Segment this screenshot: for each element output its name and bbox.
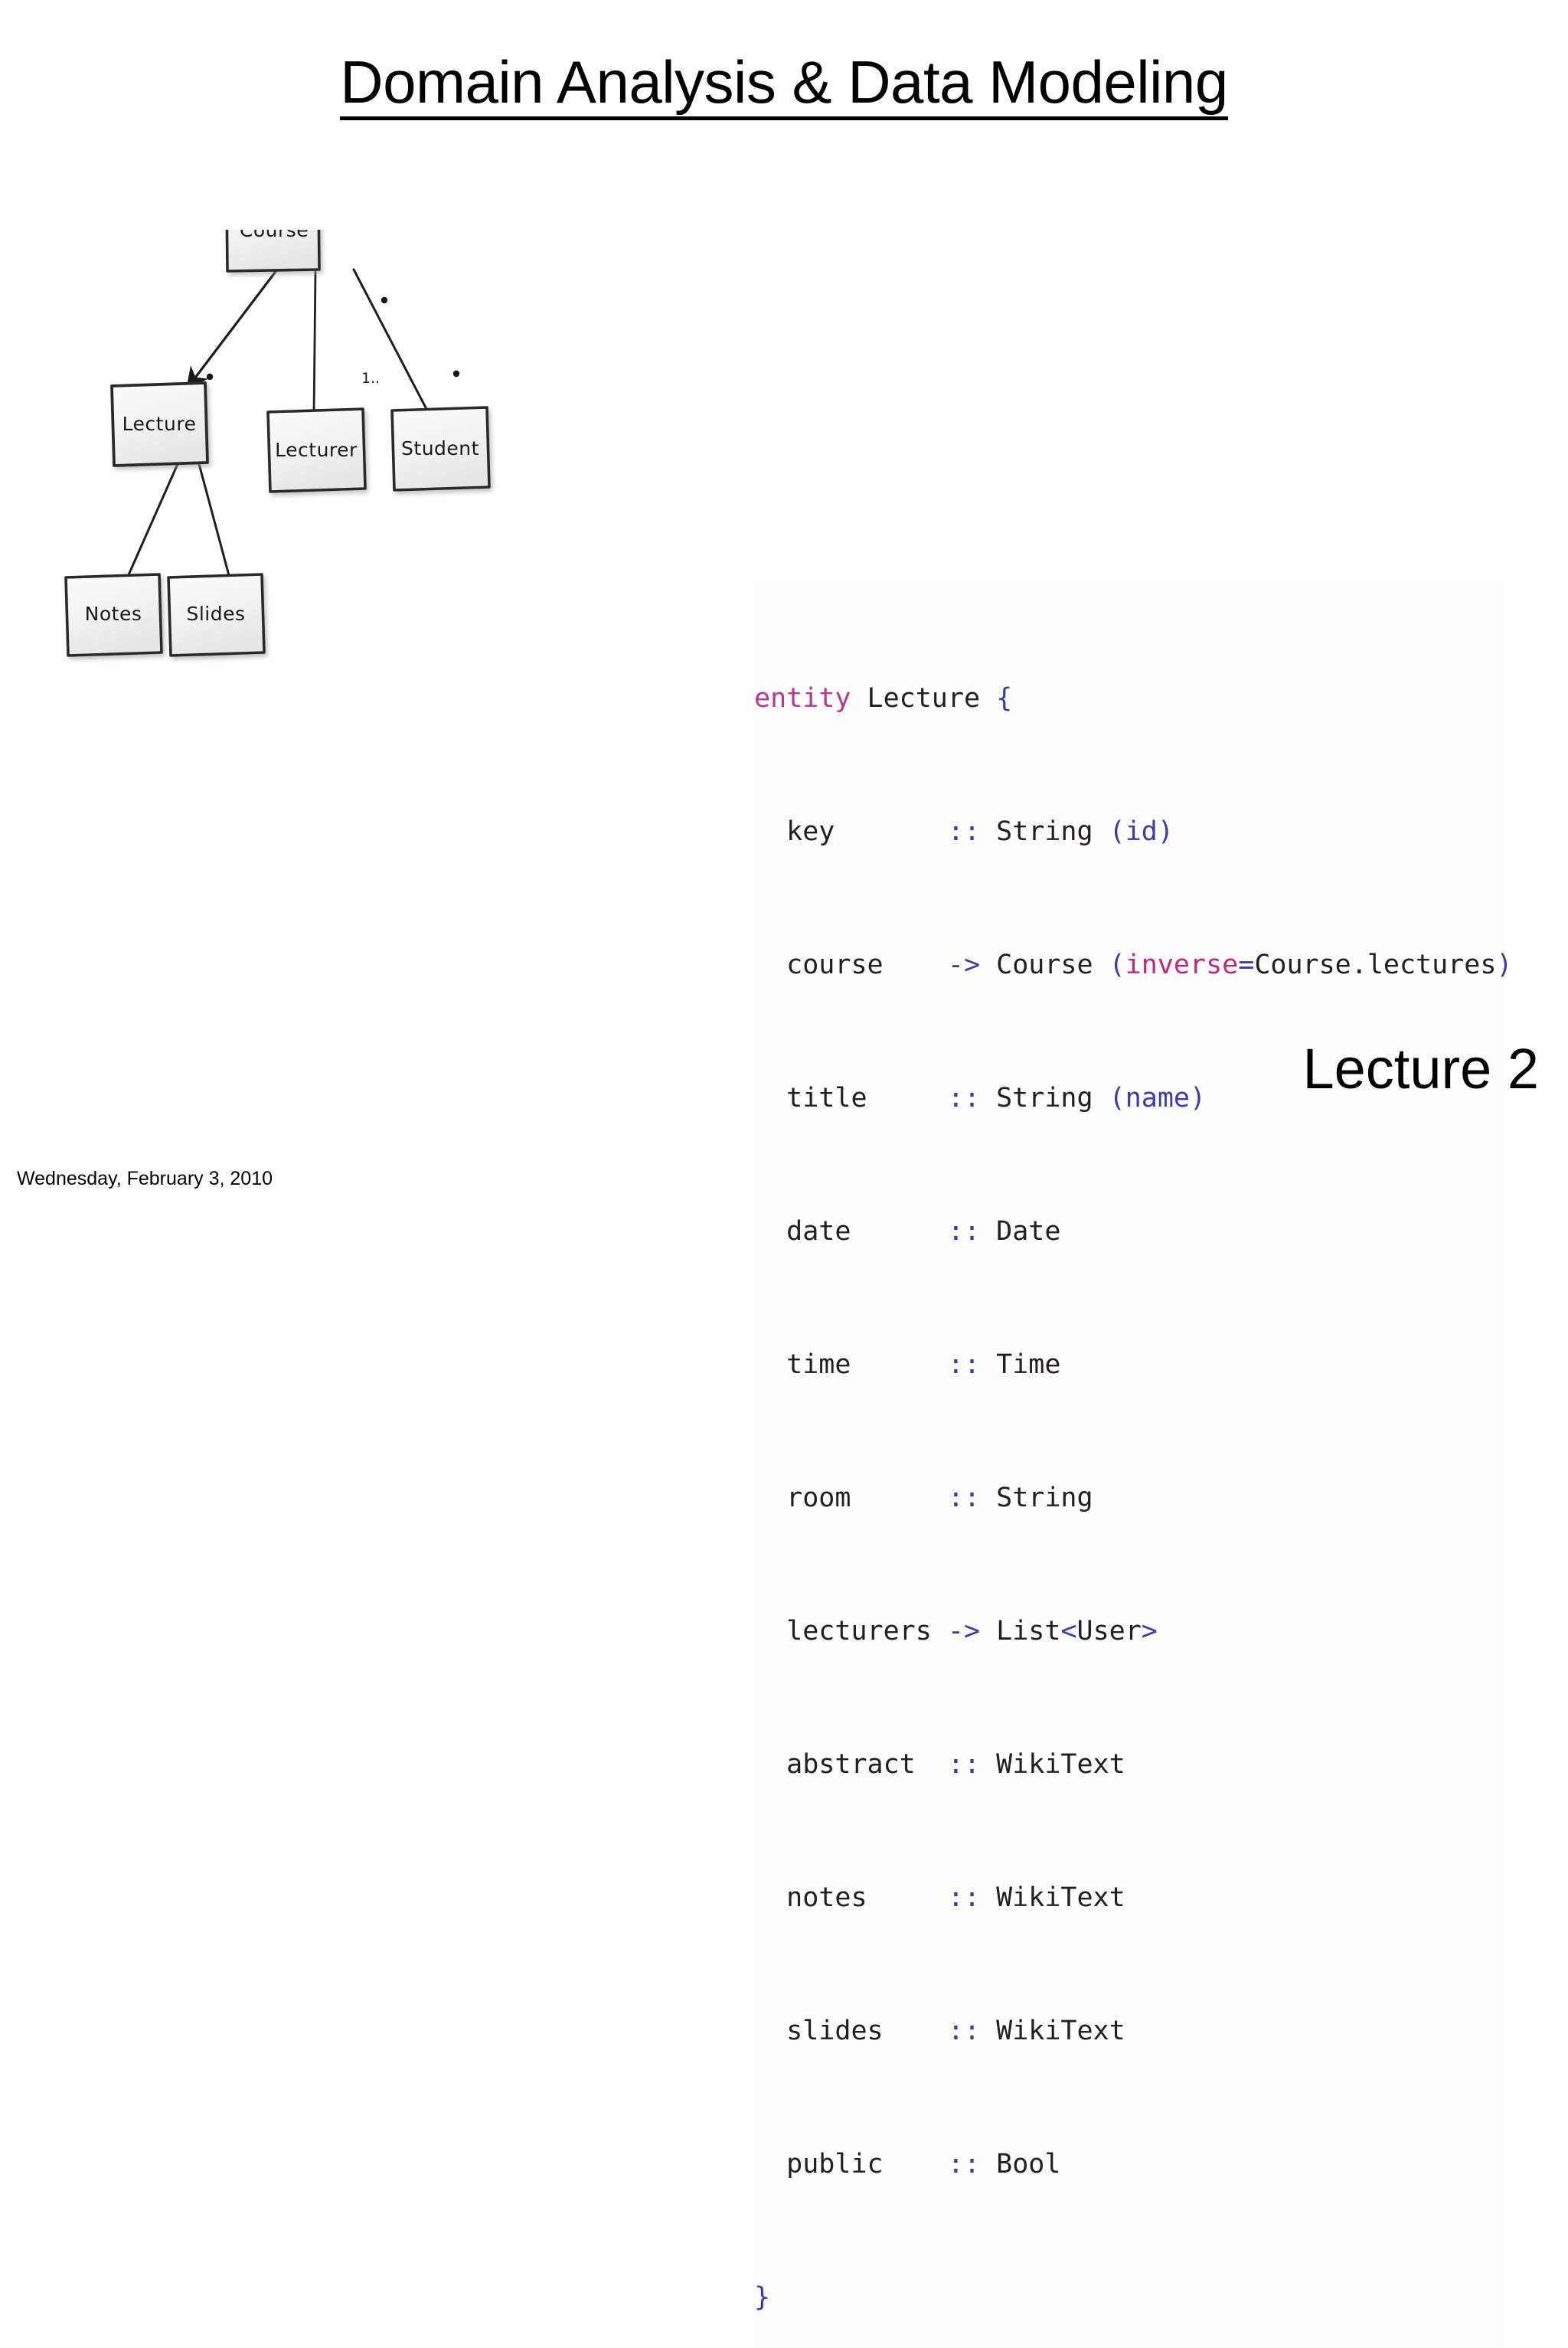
field-name: title [786,1082,867,1114]
field-annotation-equals: = [1238,949,1255,980]
uml-multiplicity-markers [206,296,460,381]
field-annotation: (name) [1109,1082,1207,1114]
field-type: Bool [996,2148,1061,2180]
field-op: :: [947,2015,981,2046]
multiplicity-dot-course-student-near [452,370,460,378]
uml-box-course-label: Course [240,230,309,241]
field-type: String [996,1082,1093,1114]
edge-lecture-slides [198,463,231,580]
multiplicity-dot-course-lecture-near [381,296,388,304]
field-name: notes [786,1882,867,1913]
lecture-number: Lecture 2 [1302,1037,1539,1100]
field-op: :: [947,1349,981,1380]
code-line-field: public :: Bool [754,2148,1504,2182]
code-line-footer: } [754,2281,1504,2315]
uml-box-slides-label: Slides [186,603,245,625]
edge-course-student [352,268,429,412]
field-type: Course [996,949,1093,980]
code-entity-name: Lecture [867,682,981,714]
code-line-header: entity Lecture { [754,682,1504,716]
code-close-brace: } [754,2281,771,2313]
field-op: :: [947,1882,981,1913]
multiplicity-label-lecturer: 1.. [361,370,380,387]
field-name: date [786,1215,851,1247]
field-op: -> [947,1615,981,1647]
field-type: List<User> [996,1615,1158,1647]
field-op: :: [947,1748,981,1780]
page-title-text: Domain Analysis & Data Modeling [340,52,1228,120]
code-line-field: slides :: WikiText [754,2015,1504,2049]
field-annotation-value: Course.lectures [1254,949,1497,980]
field-type: WikiText [996,1882,1125,1913]
field-name: course [786,949,884,980]
field-op: -> [947,949,981,980]
uml-box-student-label: Student [401,437,479,459]
code-line-field: room :: String [754,1482,1504,1516]
uml-box-notes-label: Notes [85,603,142,625]
code-keyword-inverse: inverse [1125,949,1239,980]
edge-course-lecturer [312,270,317,414]
field-annotation: (id) [1109,816,1174,847]
multiplicity-dot-course-lecture-far [206,373,214,381]
field-name: abstract [786,1748,916,1780]
page-title: Domain Analysis & Data Modeling [0,47,1568,120]
uml-box-notes[interactable] [64,573,163,657]
code-line-field: title :: String (name) [754,1082,1504,1116]
uml-box-slides[interactable] [167,573,266,657]
field-annotation-close: ) [1496,949,1513,980]
field-op: :: [947,1482,981,1513]
field-type: String [996,1482,1093,1513]
code-keyword-entity: entity [754,682,851,714]
code-open-brace: { [996,682,1013,714]
uml-box-lecture-label: Lecture [122,413,197,435]
uml-box-lecturer-label: Lecturer [275,439,358,461]
code-line-field: key :: String (id) [754,816,1504,849]
code-line-field: date :: Date [754,1215,1504,1249]
uml-box-course[interactable] [225,230,321,273]
field-name: room [786,1482,851,1513]
field-name: lecturers [786,1615,932,1647]
uml-box-student[interactable] [390,406,491,492]
field-type: Date [996,1215,1061,1247]
field-annotation-open: ( [1109,949,1125,980]
field-name: key [786,816,835,847]
code-line-field: abstract :: WikiText [754,1748,1504,1782]
uml-class-diagram: Course Lecture Lecturer Student Notes Sl… [46,230,674,812]
field-op: :: [947,1082,981,1114]
field-name: time [786,1349,851,1380]
code-line-field: course -> Course (inverse=Course.lecture… [754,949,1512,983]
uml-box-lecturer[interactable] [266,407,367,493]
code-line-field: lecturers -> List<User> [754,1615,1504,1649]
field-op: :: [947,816,981,847]
field-type: String [996,816,1093,847]
field-type: Time [996,1349,1061,1380]
field-type: WikiText [996,1748,1125,1780]
uml-box-lecture[interactable] [110,381,209,467]
field-name: public [786,2148,884,2180]
entity-definition-code-block: entity Lecture { key :: String (id) cour… [754,582,1512,2348]
edge-course-lecture [186,268,279,390]
field-op: :: [947,1215,981,1247]
code-line-field: time :: Time [754,1349,1504,1382]
field-type: WikiText [996,2015,1125,2046]
code-line-field: notes :: WikiText [754,1882,1504,1915]
field-op: :: [947,2148,981,2180]
edge-lecture-notes [126,463,179,580]
field-name: slides [786,2015,884,2046]
slide-date: Wednesday, February 3, 2010 [17,1168,273,1189]
uml-edges [126,268,429,580]
